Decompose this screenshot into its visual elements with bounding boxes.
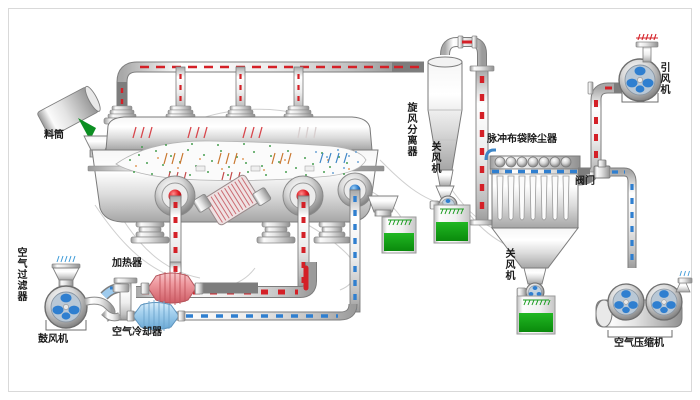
dryer-product-tank [381, 216, 417, 254]
valve-unit [585, 159, 637, 268]
blower-blades [52, 293, 80, 320]
label-valve: 阀门 [575, 176, 595, 187]
air-filter-unit [51, 255, 81, 287]
label-blower: 鼓风机 [38, 334, 68, 345]
dryer-support-bellows [130, 221, 351, 244]
material-hopper-unit [37, 85, 113, 158]
label-air-filter: 空气过滤器 [15, 247, 26, 302]
label-rotary-valve-2: 关风机 [503, 248, 514, 281]
label-pulse-bag-filter: 脉冲布袋除尘器 [487, 134, 557, 145]
induced-draft-fan-unit [618, 33, 662, 103]
compressor-head-1 [607, 283, 645, 321]
filter-air-lines [56, 255, 76, 263]
dust-collector-tank [516, 295, 556, 335]
compressor-head-2 [645, 283, 683, 321]
label-induced-draft-fan: 引风机 [658, 62, 669, 95]
pulse-valves [494, 156, 572, 168]
blower-discharge-manifold [100, 277, 138, 321]
vibration-motor [192, 174, 272, 226]
stack-discharge-arrows [637, 33, 657, 41]
pulse-bag-filter-unit [469, 65, 587, 335]
filter-bags [496, 175, 570, 221]
idf-blades [626, 66, 654, 93]
cool-air-arrows [319, 152, 348, 164]
hot-air-arrows-top [132, 126, 317, 139]
label-cyclone-separator: 旋风分离器 [405, 102, 416, 157]
label-air-cooler: 空气冷却器 [112, 327, 162, 338]
label-rotary-valve-1: 关风机 [429, 141, 440, 174]
fluid-bed-dryer [87, 116, 399, 244]
label-heater: 加热器 [112, 258, 142, 269]
top-exhaust-header-pipe [116, 61, 392, 108]
cyclone-separator-unit [392, 35, 487, 244]
material-particles [129, 143, 359, 176]
cyclone-product-tank [433, 204, 471, 244]
fluidizing-arrows [163, 152, 292, 165]
air-compressor-unit [595, 270, 693, 338]
air-cooler-unit [101, 300, 186, 332]
label-material-hopper: 料筒 [44, 130, 64, 141]
label-air-compressor: 空气压缩机 [614, 338, 664, 349]
